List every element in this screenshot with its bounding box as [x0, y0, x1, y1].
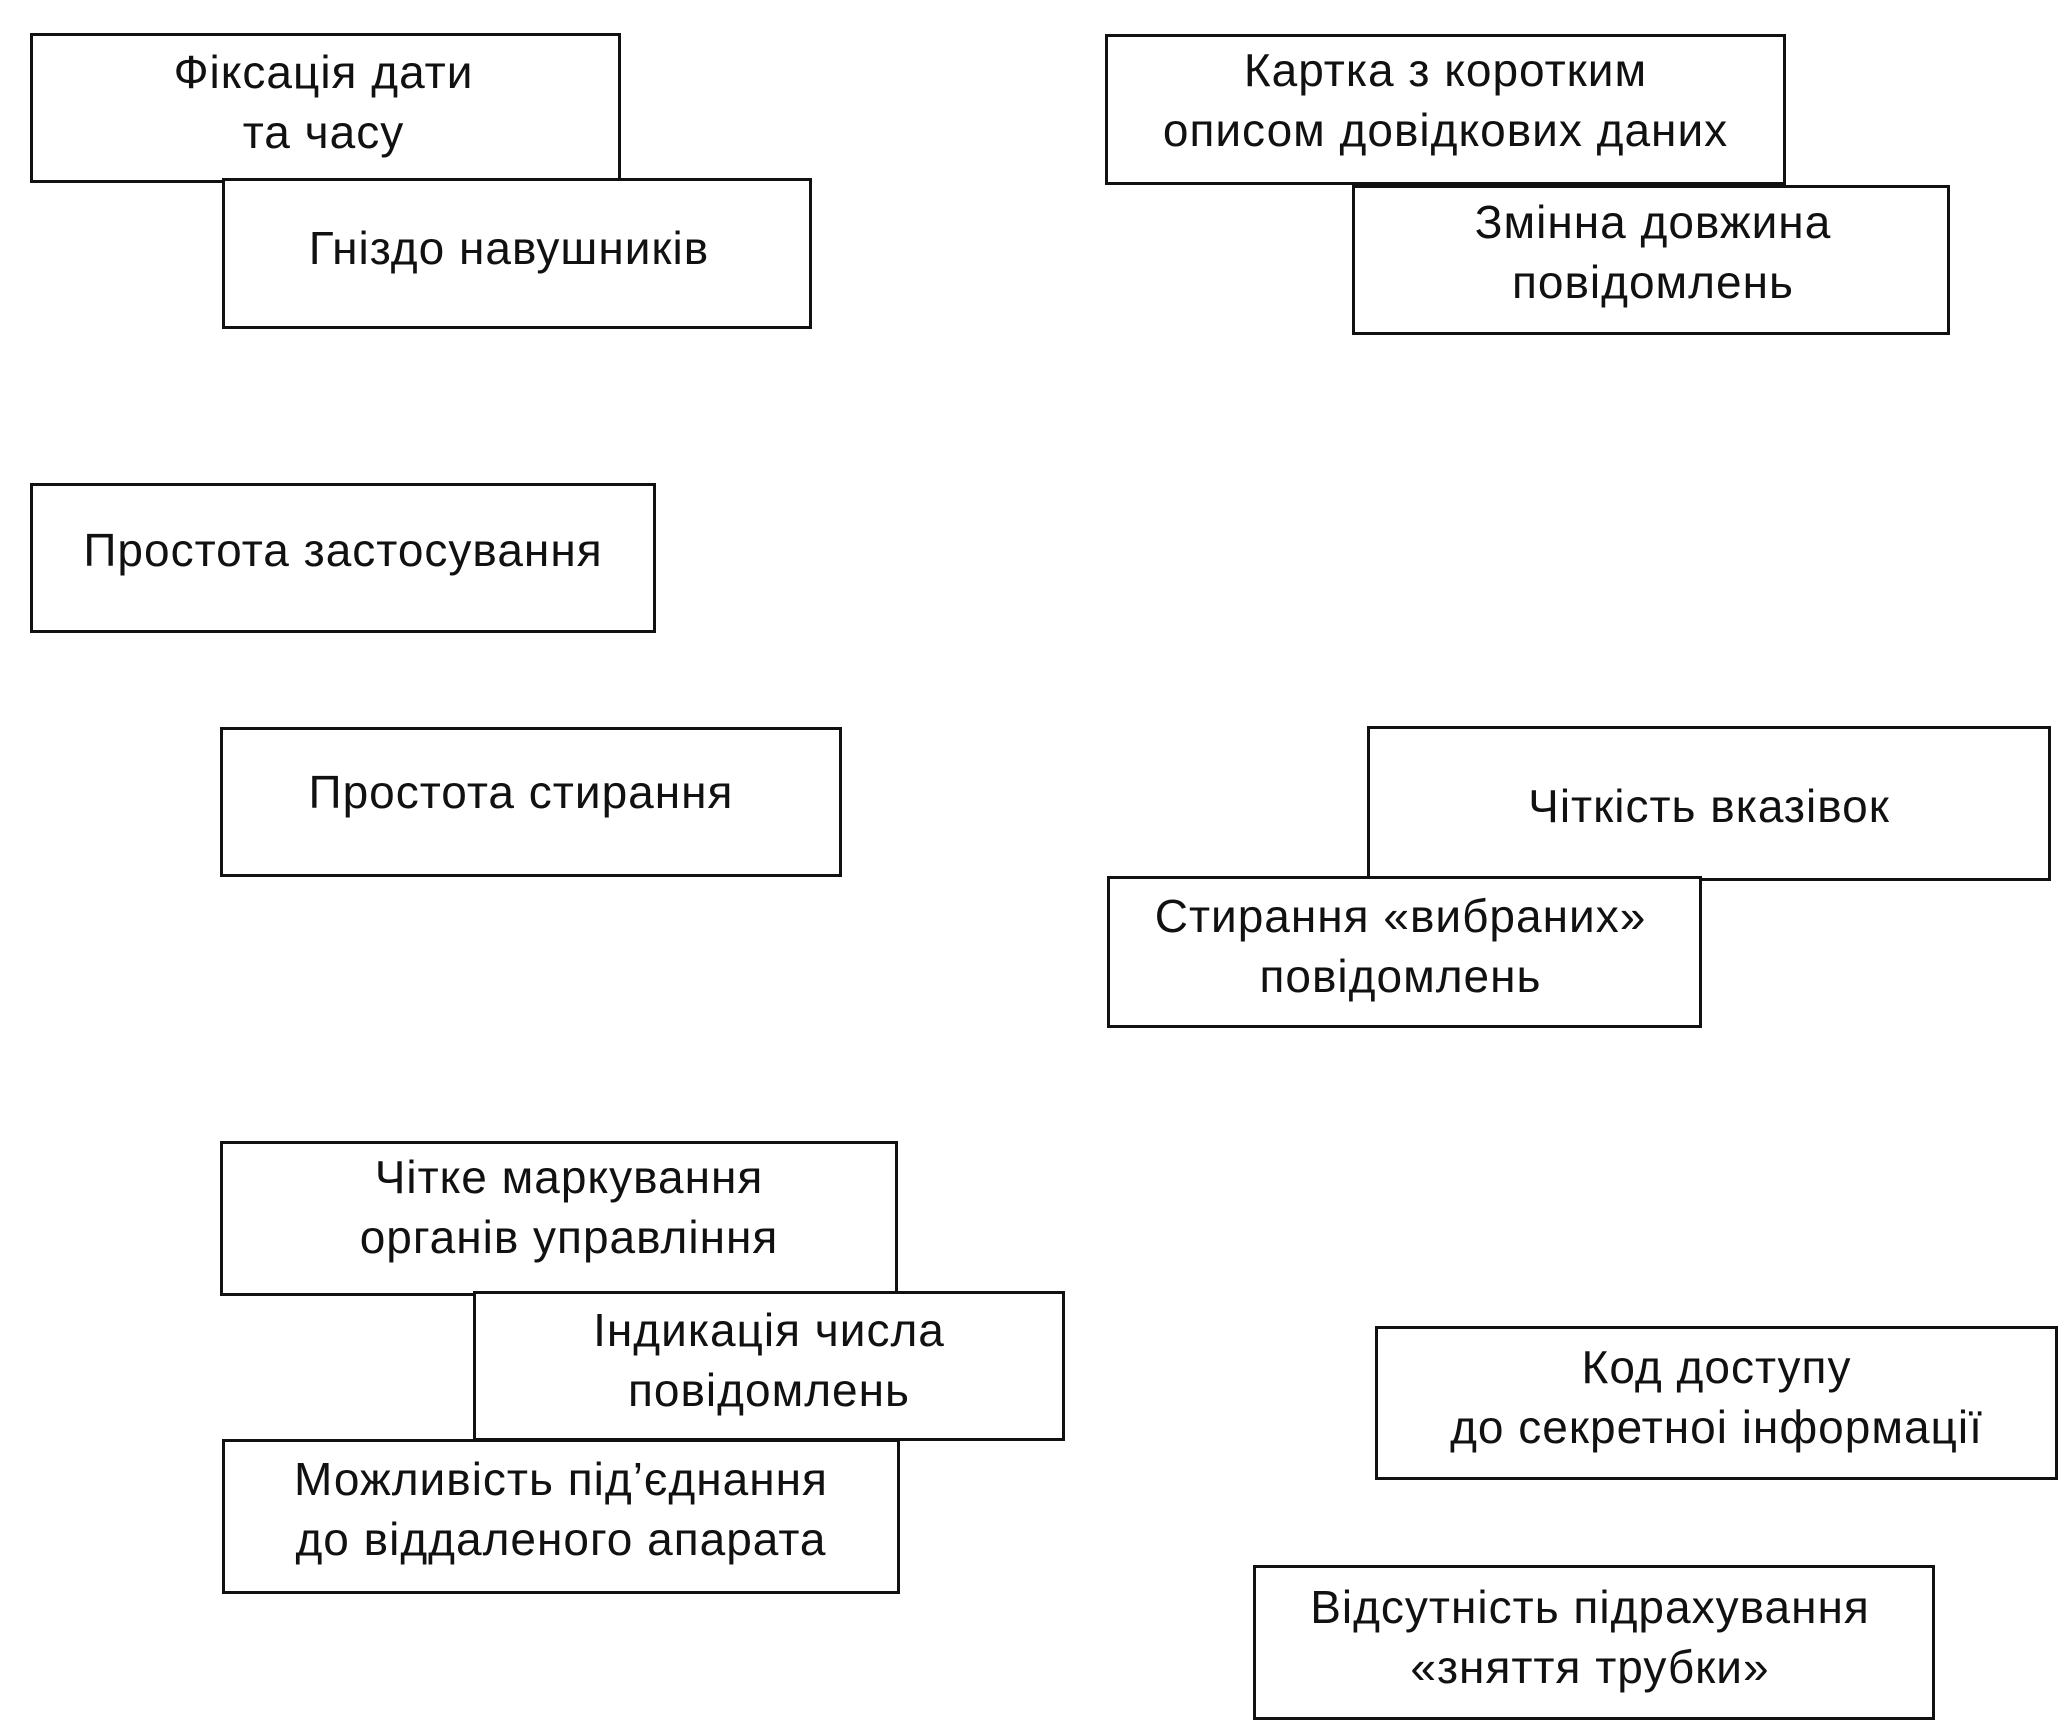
box-remote-connection: Можливість під’єднання до віддаленого ап… [222, 1439, 900, 1594]
box-clear-control-labeling: Чітке маркування органів управління [220, 1141, 898, 1296]
box-text: Фіксація дати та часу [174, 42, 474, 162]
box-message-count-indication: Індикація числа повідомлень [473, 1291, 1065, 1441]
box-text: Індикація числа повідомлень [593, 1300, 945, 1420]
box-label-line-2: органів управління [359, 1210, 779, 1263]
box-variable-message-length: Змінна довжина повідомлень [1352, 185, 1950, 335]
box-label-line-2: до віддаленого апарата [295, 1512, 827, 1565]
box-text: Змінна довжина повідомлень [1475, 192, 1832, 312]
box-label-line-2: «зняття трубки» [1410, 1640, 1770, 1693]
box-text: Чіткість вказівок [1528, 776, 1890, 836]
box-secret-access-code: Код доступу до секретноі інформації [1375, 1326, 2058, 1480]
box-headphone-jack: Гніздо навушників [222, 178, 812, 329]
box-label-line-1: Фіксація дати [173, 46, 474, 98]
box-label-line-1: Чіткість вказівок [1528, 779, 1890, 832]
box-label-line-2: та часу [242, 106, 405, 158]
box-label-line-1: Код доступу [1581, 1341, 1852, 1393]
box-text: Простота застосування [83, 520, 602, 580]
box-label-line-1: Індикація числа [593, 1304, 945, 1356]
box-text: Гніздо навушників [309, 218, 709, 278]
box-ease-of-erasing: Простота стирання [220, 727, 842, 877]
box-date-time-fixation: Фіксація дати та часу [30, 33, 621, 183]
box-label-line-2: повідомлень [1511, 256, 1794, 308]
box-label-line-1: Простота стирання [308, 766, 734, 818]
box-label-line-1: Простота застосування [83, 524, 603, 576]
box-label-line-1: Гніздо навушників [308, 221, 710, 274]
box-no-offhook-counting: Відсутність підрахування «зняття трубки» [1253, 1565, 1935, 1720]
box-label-line-2: описом довідкових даних [1162, 103, 1729, 156]
box-label-line-2: до секретноі інформації [1450, 1401, 1983, 1453]
box-label-line-1: Чітке маркування [374, 1150, 764, 1203]
box-label-line-1: Картка з коротким [1243, 43, 1648, 96]
box-text: Чітке маркування органів управління [360, 1147, 779, 1267]
box-label-line-1: Можливість під’єднання [294, 1452, 828, 1505]
box-text: Простота стирання [309, 762, 734, 822]
box-ease-of-use: Простота застосування [30, 483, 656, 633]
box-clear-instructions: Чіткість вказівок [1367, 726, 2051, 881]
box-text: Стирання «вибраних» повідомлень [1155, 886, 1647, 1006]
box-reference-card: Картка з коротким описом довідкових дани… [1105, 34, 1786, 185]
box-erase-selected-messages: Стирання «вибраних» повідомлень [1107, 876, 1702, 1028]
box-text: Код доступу до секретноі інформації [1450, 1337, 1983, 1457]
box-text: Відсутність підрахування «зняття трубки» [1310, 1577, 1870, 1697]
box-label-line-1: Стирання «вибраних» [1154, 890, 1647, 942]
box-label-line-2: повідомлень [628, 1364, 910, 1416]
box-label-line-1: Відсутність підрахування [1310, 1580, 1870, 1633]
box-text: Можливість під’єднання до віддаленого ап… [294, 1449, 828, 1569]
box-label-line-2: повідомлень [1259, 950, 1542, 1002]
box-text: Картка з коротким описом довідкових дани… [1163, 40, 1728, 160]
box-label-line-1: Змінна довжина [1474, 196, 1832, 248]
